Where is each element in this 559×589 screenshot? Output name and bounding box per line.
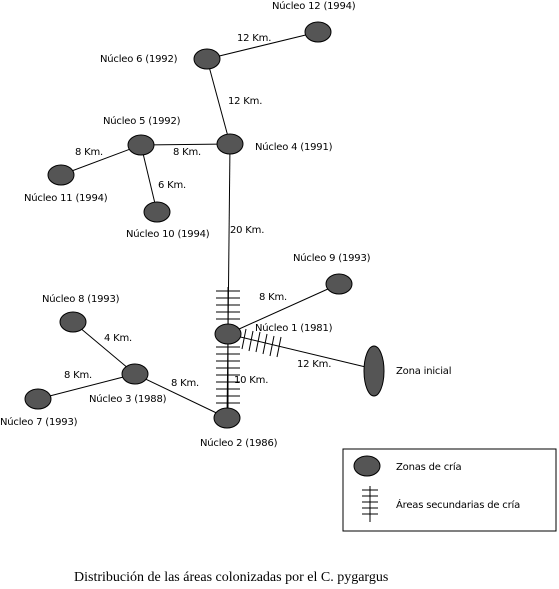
edges bbox=[37, 31, 375, 419]
node-n11 bbox=[47, 164, 75, 186]
node-n8 bbox=[59, 311, 87, 333]
node-n5 bbox=[127, 134, 155, 156]
edge-labels: 12 Km. 12 Km. 8 Km. 8 Km. 6 Km. 20 Km. 8… bbox=[64, 33, 331, 389]
node-n6 bbox=[193, 48, 221, 70]
label-edge-n1-n2: 10 Km. bbox=[234, 375, 268, 386]
label-n2: Núcleo 2 (1986) bbox=[200, 437, 278, 449]
label-n6: Núcleo 6 (1992) bbox=[100, 53, 178, 65]
legend-secondary-area-symbol bbox=[362, 486, 378, 522]
label-edge-n6-n4: 12 Km. bbox=[228, 96, 262, 107]
legend-breeding-zone-symbol bbox=[353, 455, 381, 477]
node-n9 bbox=[325, 273, 353, 295]
figure-caption: Distribución de las áreas colonizadas po… bbox=[74, 570, 388, 585]
edge-n6-n12 bbox=[206, 31, 319, 60]
label-edge-n5-n4: 8 Km. bbox=[173, 147, 201, 158]
edge-n5-n4 bbox=[140, 143, 231, 146]
node-n2 bbox=[213, 407, 241, 429]
label-n4: Núcleo 4 (1991) bbox=[255, 141, 333, 153]
node-n1 bbox=[214, 323, 242, 345]
legend-breeding-zones-label: Zonas de cría bbox=[396, 461, 461, 473]
label-edge-n6-n12: 12 Km. bbox=[237, 33, 271, 44]
label-n8: Núcleo 8 (1993) bbox=[42, 293, 120, 305]
node-n4 bbox=[216, 133, 244, 155]
edge-n3-n7 bbox=[37, 373, 136, 400]
edge-n1-zi bbox=[227, 333, 375, 370]
node-n7 bbox=[24, 388, 52, 410]
edge-n5-n10 bbox=[140, 144, 158, 213]
edge-n3-n2 bbox=[134, 373, 228, 419]
label-zona-inicial: Zona inicial bbox=[396, 366, 451, 377]
node-zona-inicial bbox=[363, 345, 385, 397]
legend-secondary-areas-label: Áreas secundarias de cría bbox=[396, 498, 520, 511]
label-n5: Núcleo 5 (1992) bbox=[103, 115, 181, 127]
node-n12 bbox=[304, 21, 332, 43]
label-edge-n3-n2: 8 Km. bbox=[171, 378, 199, 389]
label-n10: Núcleo 10 (1994) bbox=[126, 228, 210, 240]
secondary-area-hatch-diagonal bbox=[241, 328, 282, 358]
edge-n6-n4 bbox=[206, 58, 231, 145]
label-n12: Núcleo 12 (1994) bbox=[272, 0, 356, 12]
node-n10 bbox=[143, 201, 171, 223]
node-n3 bbox=[121, 363, 149, 385]
label-edge-n3-n8: 4 Km. bbox=[104, 333, 132, 344]
label-edge-n5-n11: 8 Km. bbox=[75, 147, 103, 158]
node-labels: Núcleo 12 (1994) Núcleo 6 (1992) Núcleo … bbox=[0, 0, 451, 449]
label-edge-n4-n1: 20 Km. bbox=[230, 225, 264, 236]
label-n11: Núcleo 11 (1994) bbox=[24, 192, 108, 204]
label-n3: Núcleo 3 (1988) bbox=[89, 393, 167, 405]
edge-n1-n9 bbox=[227, 283, 340, 335]
label-edge-n1-n9: 8 Km. bbox=[259, 292, 287, 303]
nodes bbox=[24, 21, 385, 429]
label-n7: Núcleo 7 (1993) bbox=[0, 416, 78, 428]
label-edge-n3-n7: 8 Km. bbox=[64, 370, 92, 381]
label-edge-n5-n10: 6 Km. bbox=[158, 180, 186, 191]
secondary-area-hatch-vertical bbox=[216, 287, 240, 417]
edge-n5-n11 bbox=[60, 144, 142, 176]
label-n9: Núcleo 9 (1993) bbox=[293, 252, 371, 264]
label-n1: Núcleo 1 (1981) bbox=[255, 322, 333, 334]
legend: Zonas de cría Áreas secundarias de cría bbox=[342, 448, 557, 532]
edge-n3-n8 bbox=[72, 321, 136, 375]
label-edge-n1-zi: 12 Km. bbox=[297, 359, 331, 370]
